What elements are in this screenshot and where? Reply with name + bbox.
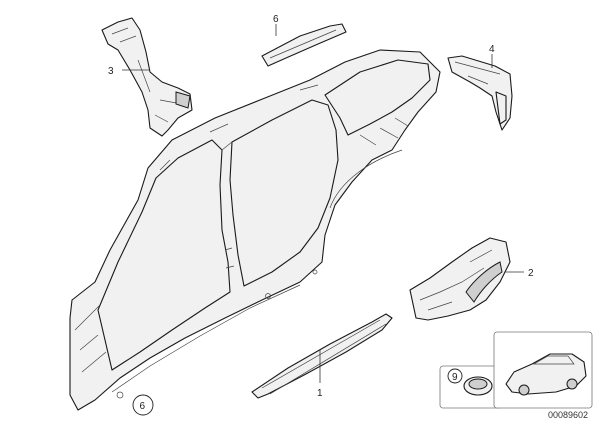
callout-3: 3 bbox=[108, 66, 114, 77]
car-thumbnail bbox=[493, 331, 593, 409]
reference-number: 00089602 bbox=[548, 410, 588, 420]
callout-9-label: 9 bbox=[452, 372, 458, 383]
callout-6-top: 6 bbox=[273, 14, 279, 25]
callout-1: 1 bbox=[317, 388, 323, 399]
callout-9-circle bbox=[447, 368, 463, 384]
wheel-house-part bbox=[409, 237, 511, 321]
callout-2: 2 bbox=[528, 268, 534, 279]
callout-6-circle bbox=[132, 394, 154, 416]
side-frame bbox=[69, 49, 441, 411]
callout-6-circle-label: 6 bbox=[140, 401, 146, 412]
rear-corner-part bbox=[447, 55, 513, 131]
callout-4: 4 bbox=[489, 44, 495, 55]
b-pillar-part bbox=[101, 17, 193, 137]
sill-panel-part bbox=[251, 313, 393, 399]
leader-lines bbox=[122, 24, 524, 383]
roof-rail-part bbox=[261, 23, 347, 67]
